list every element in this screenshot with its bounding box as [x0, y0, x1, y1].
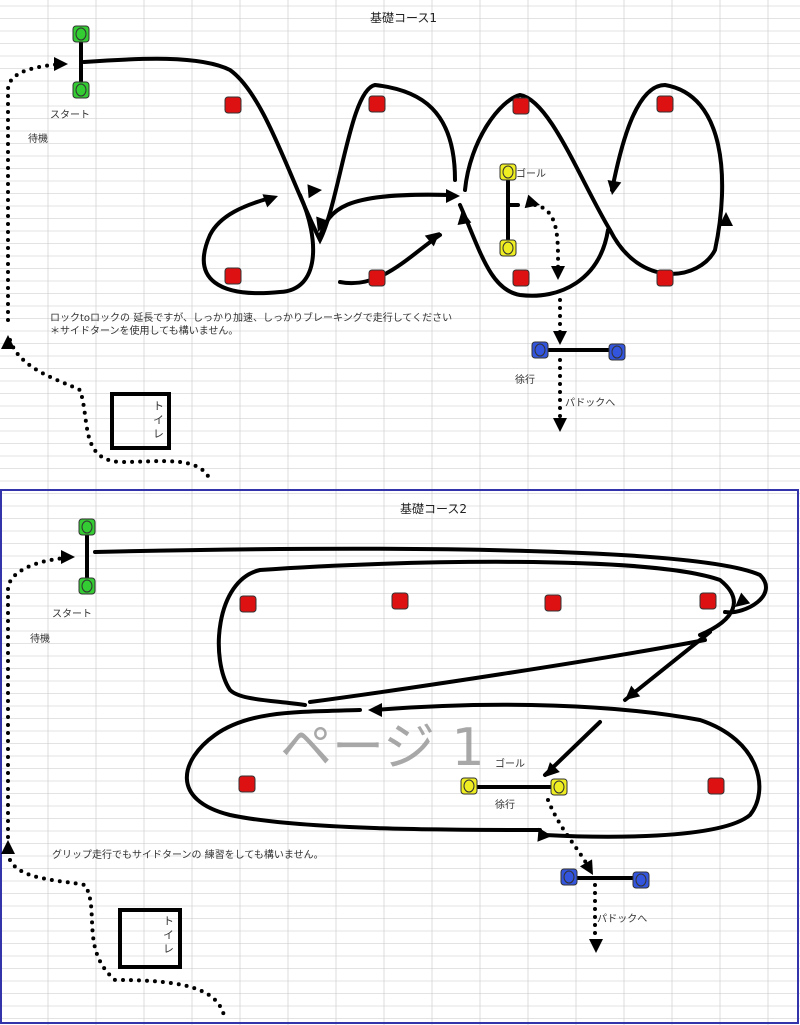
course-1-title: 基礎コース1 — [370, 11, 437, 25]
pylon-icon — [544, 594, 562, 612]
paddock-route — [533, 203, 562, 427]
slow-marker-icon-ring — [611, 345, 623, 359]
arrowhead-icon — [457, 210, 472, 226]
course-1-markers — [1, 25, 733, 432]
slow-label: 徐行 — [515, 373, 535, 386]
wait-route-2 — [6, 556, 68, 847]
course-1-line-lower — [201, 192, 610, 298]
note-2: グリップ走行でもサイドターンの 練習をしても構いません。 — [52, 848, 324, 861]
pylon-icon — [512, 97, 530, 115]
pylon-icon — [656, 95, 674, 113]
wait-route — [6, 62, 64, 322]
goal-marker-icon-ring — [502, 241, 514, 255]
course-1: 基礎コース1 トイレ スタート 待機 ゴール 徐行 パドックへ ロックtoロック… — [1, 11, 733, 482]
page-watermark: ページ 1 — [280, 718, 485, 778]
goal-marker-icon-ring — [463, 779, 475, 793]
course-2-line — [93, 546, 768, 707]
arrowhead-icon — [524, 194, 540, 209]
arrowhead-icon — [307, 184, 322, 199]
arrowhead-icon — [537, 827, 552, 842]
course-1-line — [82, 56, 725, 276]
paddock-label: パドックへ — [565, 397, 615, 409]
arrowhead-icon — [625, 685, 641, 700]
arrowhead-icon — [446, 189, 460, 203]
paddock-route-2 — [546, 798, 597, 947]
slow-marker-icon-ring — [563, 870, 575, 884]
toilet-label: トイレ — [152, 400, 165, 442]
start-label-2: スタート — [52, 608, 92, 620]
goal-label: ゴール — [516, 167, 546, 180]
pylon-icon — [512, 269, 530, 287]
pylon-icon — [368, 269, 386, 287]
goal-marker-icon-ring — [502, 165, 514, 179]
pylon-icon — [224, 267, 242, 285]
arrowhead-icon — [735, 592, 751, 607]
arrowhead-icon — [553, 331, 567, 345]
arrowhead-icon — [1, 840, 15, 854]
toilet-box — [110, 392, 171, 450]
toilet-box-2 — [118, 908, 182, 969]
course-2: 基礎コース2 ページ 1 トイレ スタート 待機 ゴール 徐行 パドックへ グリ… — [1, 502, 768, 1022]
start-marker-icon-ring — [75, 83, 87, 97]
wait-label: 待機 — [28, 132, 48, 145]
arrowhead-icon — [54, 57, 68, 71]
start-label: スタート — [50, 109, 90, 121]
note-line-1: ロックtoロックの 延長ですが、しっかり加速、しっかりブレーキングで走行してくだ… — [50, 311, 452, 324]
slow-label-2: 徐行 — [495, 798, 515, 811]
wait-label-2: 待機 — [30, 632, 50, 645]
page-2-border — [0, 489, 799, 1024]
arrowhead-icon — [607, 179, 622, 195]
pylon-icon — [224, 96, 242, 114]
course-2-title: 基礎コース2 — [400, 502, 467, 516]
toilet-route — [8, 338, 212, 482]
slow-marker-icon-ring — [635, 873, 647, 887]
arrowhead-icon — [553, 418, 567, 432]
pylon-icon — [699, 592, 717, 610]
goal-line — [506, 175, 520, 244]
start-marker-icon-ring — [81, 579, 93, 593]
goal-marker-icon-ring — [553, 780, 565, 794]
start-marker-icon-ring — [81, 520, 93, 534]
pylon-icon — [391, 592, 409, 610]
course-2-line-lower — [184, 630, 762, 839]
arrowhead-icon — [61, 550, 75, 564]
arrowhead-icon — [589, 939, 603, 953]
toilet-label-2: トイレ — [162, 915, 175, 957]
goal-label-2: ゴール — [495, 757, 525, 770]
arrowhead-icon — [316, 216, 330, 232]
start-marker-icon-ring — [75, 27, 87, 41]
arrowhead-icon — [579, 859, 593, 875]
pylon-icon — [656, 269, 674, 287]
arrowhead-icon — [368, 703, 382, 717]
arrowhead-icon — [424, 232, 440, 247]
pylon-icon — [368, 95, 386, 113]
slow-marker-icon-ring — [534, 343, 546, 357]
course-2-markers — [1, 518, 751, 953]
note-line-2: ＊サイドターンを使用しても構いません。 — [50, 324, 238, 337]
pylon-icon — [707, 777, 725, 795]
arrowhead-icon — [1, 335, 15, 349]
toilet-route-2 — [8, 858, 227, 1022]
arrowhead-icon — [551, 266, 565, 280]
pylon-icon — [239, 595, 257, 613]
paddock-label-2: パドックへ — [597, 913, 647, 925]
arrowhead-icon — [719, 212, 733, 226]
pylon-icon — [238, 775, 256, 793]
arrowhead-icon — [262, 194, 278, 208]
